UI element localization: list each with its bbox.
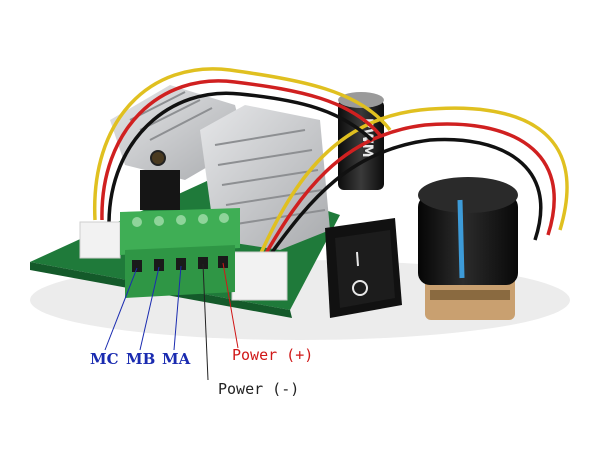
knob-indicator-line bbox=[457, 199, 465, 279]
label-power-plus: Power (+) bbox=[232, 346, 314, 364]
label-power-minus: Power (-) bbox=[218, 380, 300, 398]
label-mb: MB bbox=[126, 350, 156, 368]
terminal-block bbox=[120, 208, 240, 298]
wire-harness bbox=[93, 67, 569, 257]
label-mc: MC bbox=[90, 350, 119, 368]
connector-right bbox=[231, 251, 288, 301]
connector-left bbox=[79, 221, 121, 259]
label-ma: MA bbox=[162, 350, 191, 368]
label-pointers bbox=[104, 262, 239, 381]
screw bbox=[150, 150, 166, 166]
potentiometer bbox=[418, 177, 518, 320]
mosfet bbox=[140, 170, 180, 210]
rocker-switch bbox=[325, 218, 402, 318]
